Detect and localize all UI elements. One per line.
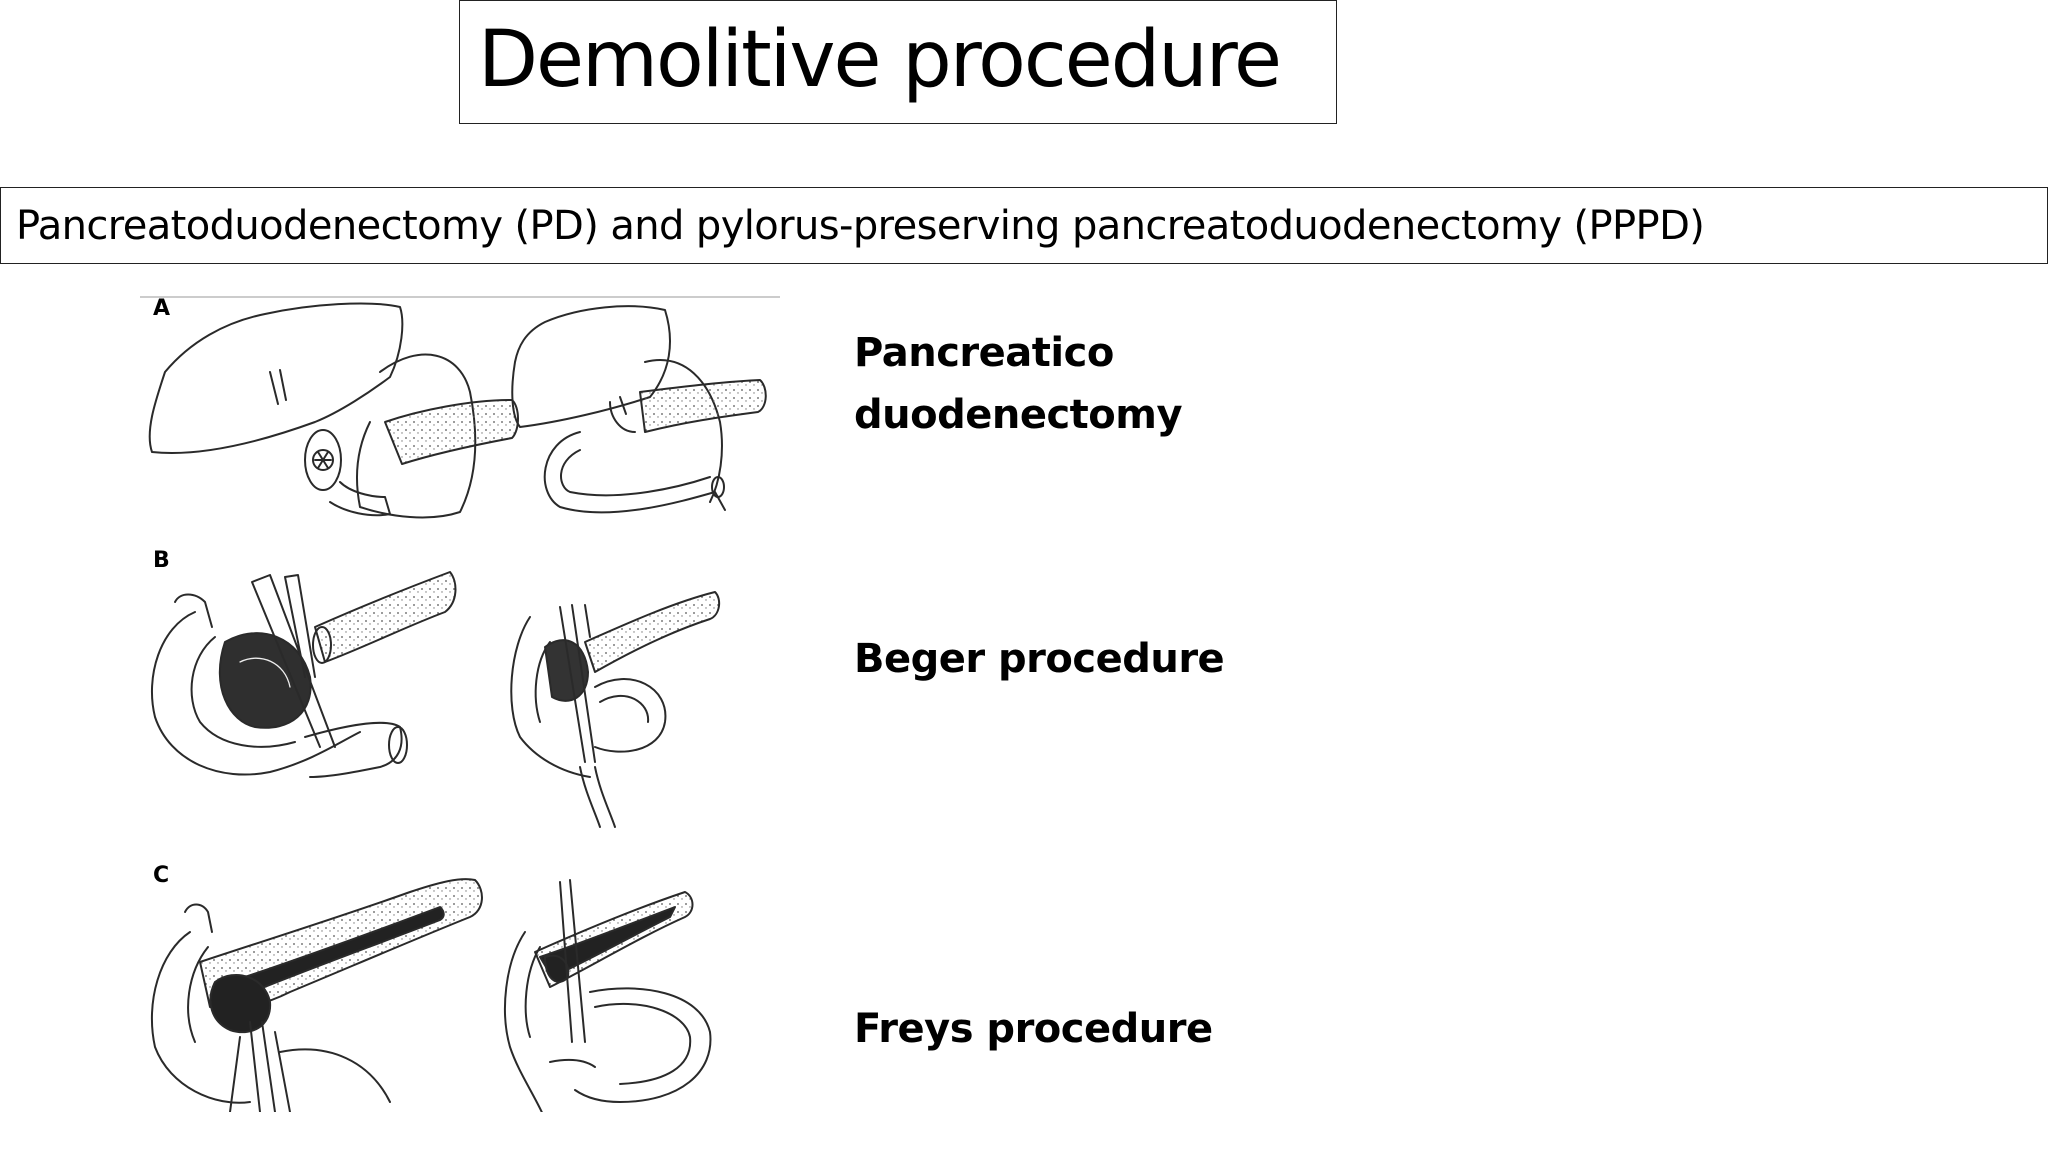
subtitle-box: Pancreatoduodenectomy (PD) and pylorus-p… (0, 187, 2048, 264)
panel-a-illustration: A (148, 296, 767, 519)
procedure-label-line: duodenectomy (854, 392, 1183, 438)
panel-c-illustration: C (151, 863, 712, 1112)
slide-title: Demolitive procedure (478, 15, 1282, 105)
procedure-label-freys: Freys procedure (854, 998, 1213, 1060)
procedure-label-pancreaticoduodenectomy: Pancreatico duodenectomy (854, 322, 1183, 446)
procedure-label-beger: Beger procedure (854, 628, 1225, 690)
procedure-label-line: Pancreatico (854, 330, 1114, 376)
procedure-label-line: Freys procedure (854, 1006, 1213, 1052)
procedure-label-line: Beger procedure (854, 636, 1225, 682)
panel-letter-a: A (153, 296, 170, 321)
panel-b-illustration: B (151, 548, 721, 828)
surgical-illustration-figure: A B (140, 296, 780, 1112)
slide-subtitle: Pancreatoduodenectomy (PD) and pylorus-p… (16, 202, 1705, 249)
panel-letter-c: C (153, 863, 169, 888)
title-box: Demolitive procedure (459, 0, 1337, 124)
panel-letter-b: B (153, 548, 170, 573)
